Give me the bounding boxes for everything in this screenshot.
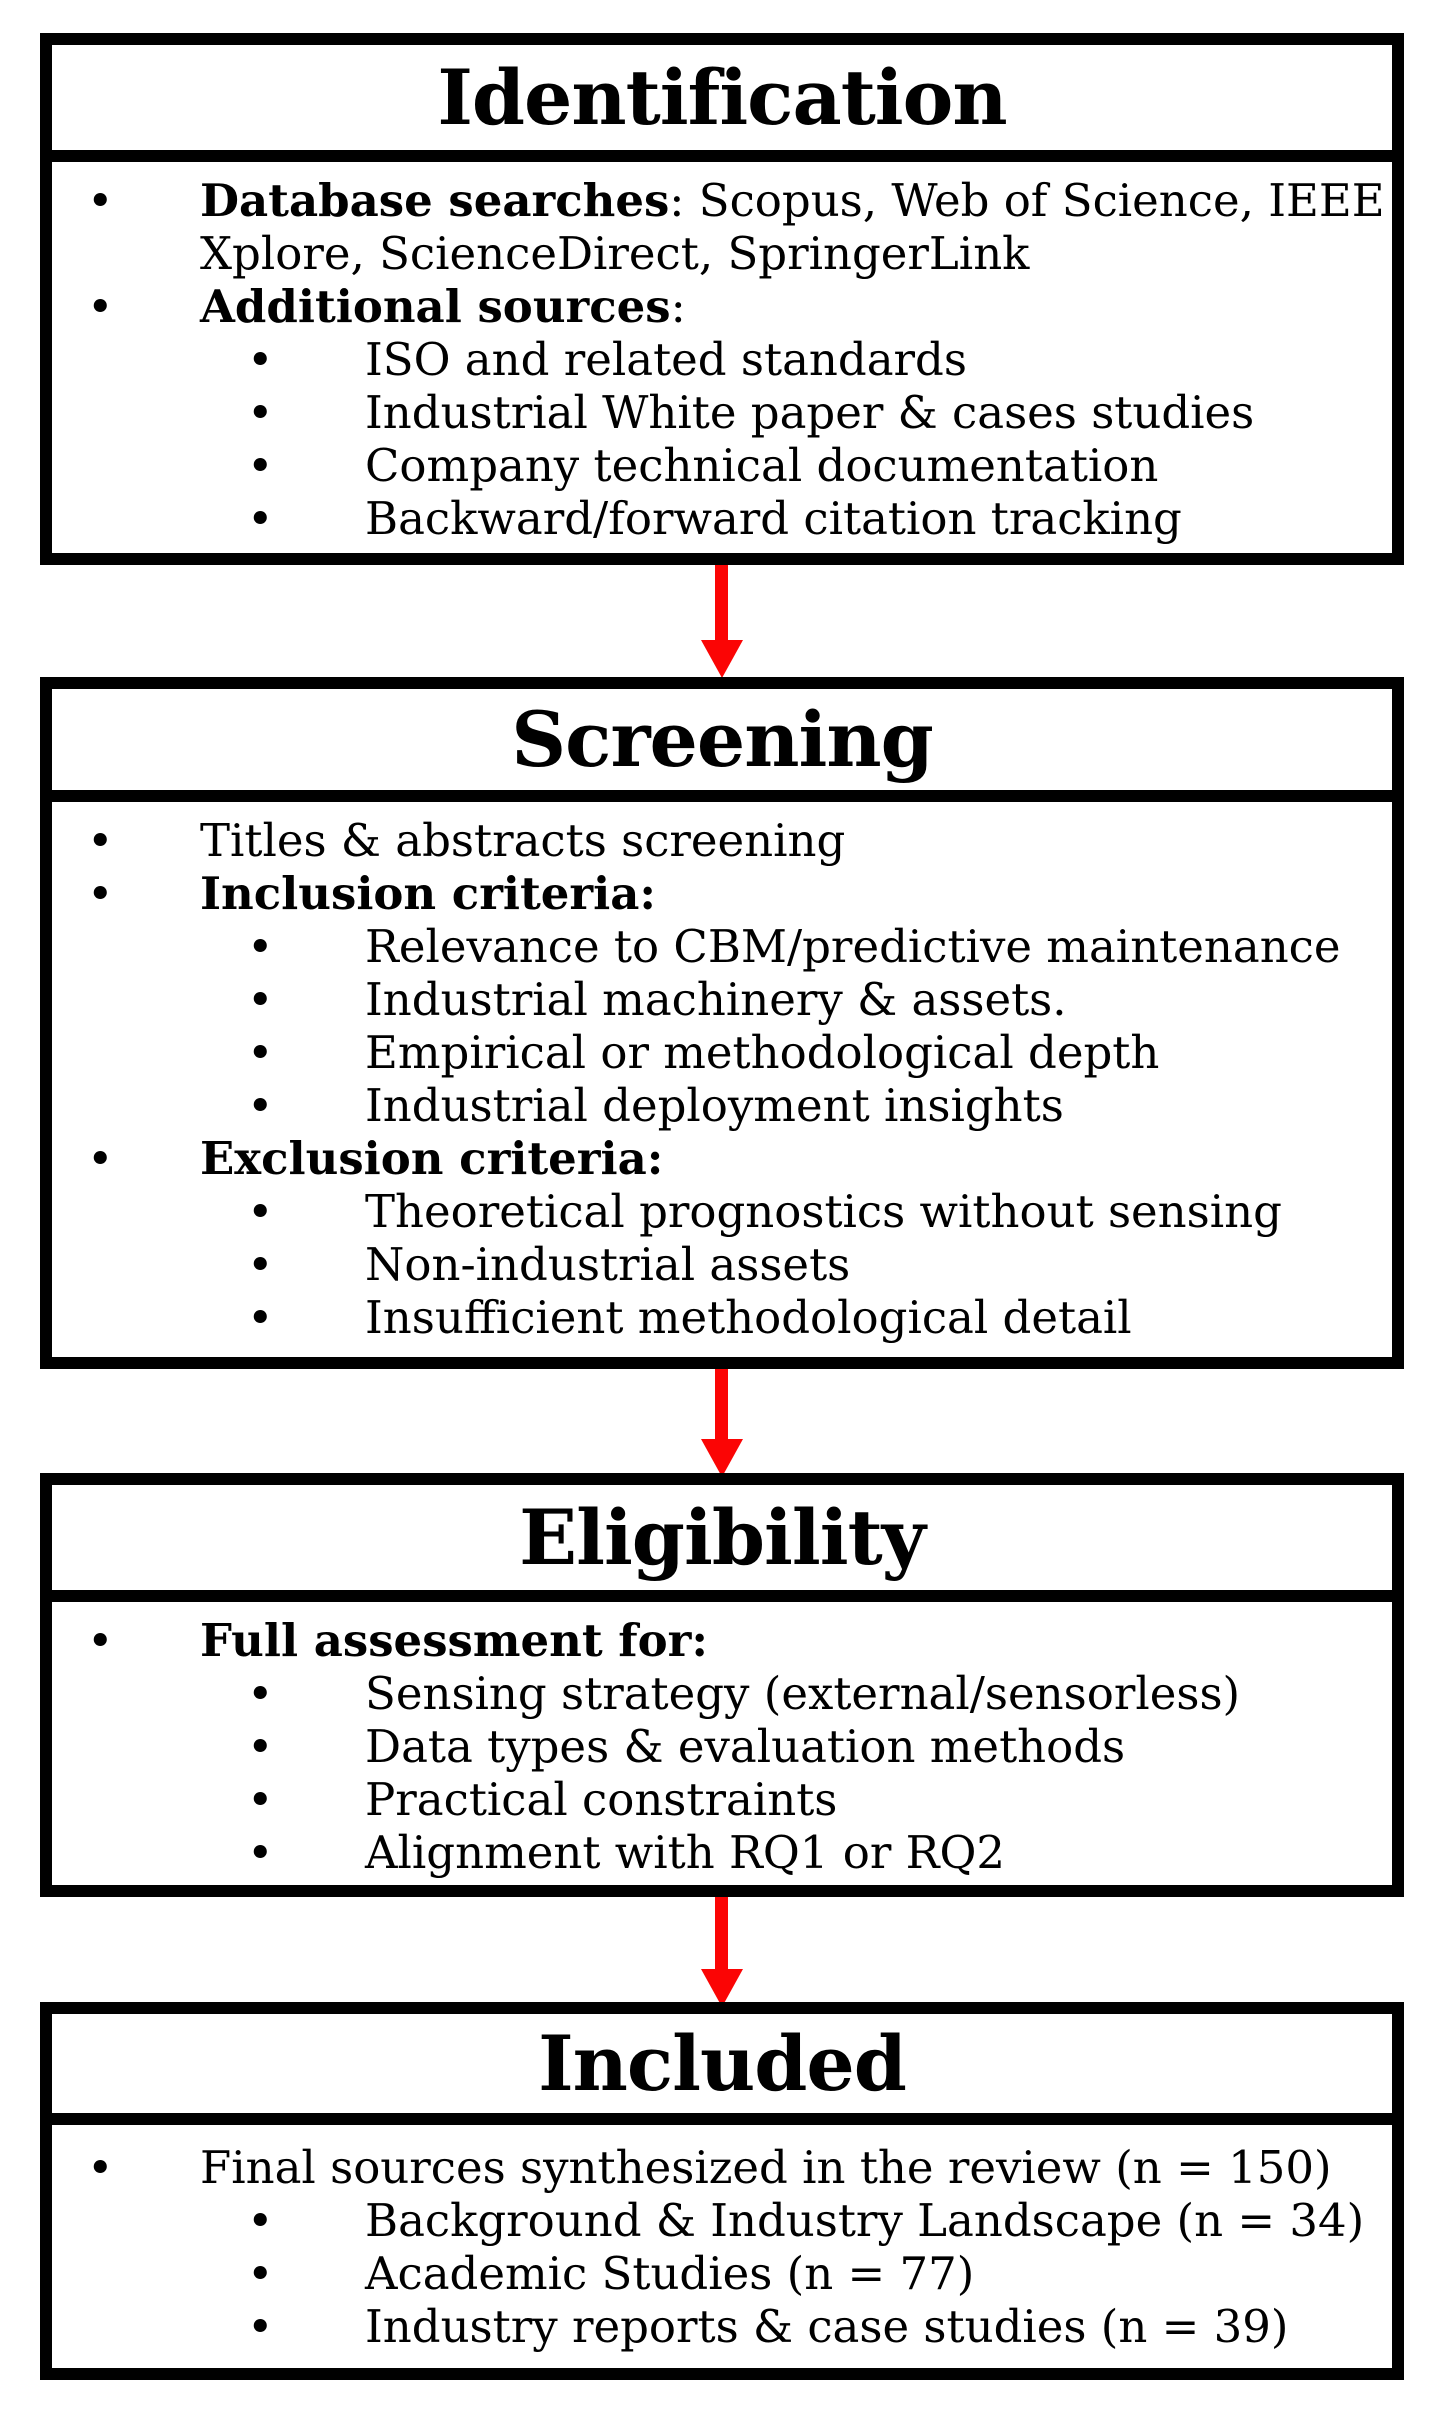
included-title: Included <box>52 2014 1392 2125</box>
list-line: Inclusion criteria: <box>52 867 1392 920</box>
list-line-text: Final sources synthesized in the review … <box>200 2141 1332 2194</box>
list-line: Titles & abstracts screening <box>52 814 1392 867</box>
list-line: Background & Industry Landscape (n = 34) <box>52 2194 1392 2247</box>
list-line-text: Academic Studies (n = 77) <box>365 2247 975 2300</box>
screening-stage-box: Screening Titles & abstracts screeningIn… <box>40 677 1404 1369</box>
list-line-bold-text: Inclusion criteria: <box>200 867 656 920</box>
screening-content-list: Titles & abstracts screeningInclusion cr… <box>52 802 1392 1344</box>
list-line: Industry reports & case studies (n = 39) <box>52 2300 1392 2353</box>
list-line: Alignment with RQ1 or RQ2 <box>52 1826 1392 1879</box>
list-line-text: Industrial deployment insights <box>365 1079 1064 1132</box>
list-line-text: Empirical or methodological depth <box>365 1026 1160 1079</box>
list-line-text: Backward/forward citation tracking <box>365 492 1182 545</box>
list-line-text: Data types & evaluation methods <box>365 1720 1126 1773</box>
flow-arrow-screening-to-eligibility <box>701 1369 743 1477</box>
list-line-text: Relevance to CBM/predictive maintenance <box>365 920 1341 973</box>
list-line-text: Industrial White paper & cases studies <box>365 386 1255 439</box>
arrow-shaft <box>715 1369 728 1443</box>
arrow-down-head-icon <box>701 640 743 678</box>
eligibility-title: Eligibility <box>52 1485 1392 1602</box>
arrow-shaft <box>715 565 728 644</box>
list-line: Additional sources: <box>52 280 1392 333</box>
list-line: Academic Studies (n = 77) <box>52 2247 1392 2300</box>
list-line: Industrial White paper & cases studies <box>52 386 1392 439</box>
list-line: Practical constraints <box>52 1773 1392 1826</box>
screening-title: Screening <box>52 689 1392 802</box>
list-line-text: Company technical documentation <box>365 439 1159 492</box>
list-line-text: Sensing strategy (external/sensorless) <box>365 1667 1241 1720</box>
list-line-bold-text: Exclusion criteria: <box>200 1132 664 1185</box>
list-line-text: Background & Industry Landscape (n = 34) <box>365 2194 1365 2247</box>
list-line-text: Non-industrial assets <box>365 1238 851 1291</box>
list-line: Database searches: Scopus, Web of Scienc… <box>52 174 1392 227</box>
identification-title: Identification <box>52 45 1392 162</box>
identification-content-list: Database searches: Scopus, Web of Scienc… <box>52 162 1392 545</box>
list-line: Industrial deployment insights <box>52 1079 1392 1132</box>
list-line: Relevance to CBM/predictive maintenance <box>52 920 1392 973</box>
list-line-text: Industrial machinery & assets. <box>365 973 1067 1026</box>
list-line: Final sources synthesized in the review … <box>52 2141 1392 2194</box>
arrow-down-head-icon <box>701 1969 743 2007</box>
list-line-text: : <box>670 280 686 333</box>
arrow-shaft <box>715 1897 728 1973</box>
list-line-text: Theoretical prognostics without sensing <box>365 1185 1282 1238</box>
list-line-bold-text: Database searches <box>200 174 670 227</box>
list-line: Empirical or methodological depth <box>52 1026 1392 1079</box>
eligibility-stage-box: Eligibility Full assessment for:Sensing … <box>40 1473 1404 1897</box>
list-line: Backward/forward citation tracking <box>52 492 1392 545</box>
list-line: Xplore, ScienceDirect, SpringerLink <box>52 227 1392 280</box>
list-line-text: Alignment with RQ1 or RQ2 <box>365 1826 1006 1879</box>
list-line-text: Practical constraints <box>365 1773 838 1826</box>
list-line-text: : Scopus, Web of Science, IEEE <box>669 174 1385 227</box>
arrow-down-head-icon <box>701 1439 743 1477</box>
list-line: Company technical documentation <box>52 439 1392 492</box>
list-line-bold-text: Additional sources <box>200 280 671 333</box>
identification-stage-box: Identification Database searches: Scopus… <box>40 33 1404 565</box>
list-line: Full assessment for: <box>52 1614 1392 1667</box>
list-line: Insufficient methodological detail <box>52 1291 1392 1344</box>
flow-arrow-identification-to-screening <box>701 565 743 678</box>
list-line: Data types & evaluation methods <box>52 1720 1392 1773</box>
list-line-bold-text: Full assessment for: <box>200 1614 708 1667</box>
list-line-text: Insufficient methodological detail <box>365 1291 1132 1344</box>
list-line-text: Industry reports & case studies (n = 39) <box>365 2300 1289 2353</box>
list-line: Exclusion criteria: <box>52 1132 1392 1185</box>
included-stage-box: Included Final sources synthesized in th… <box>40 2002 1404 2380</box>
eligibility-content-list: Full assessment for:Sensing strategy (ex… <box>52 1602 1392 1879</box>
list-line: Sensing strategy (external/sensorless) <box>52 1667 1392 1720</box>
list-line: ISO and related standards <box>52 333 1392 386</box>
list-line-text: ISO and related standards <box>365 333 967 386</box>
list-line: Non-industrial assets <box>52 1238 1392 1291</box>
list-line: Industrial machinery & assets. <box>52 973 1392 1026</box>
list-line-text: Xplore, ScienceDirect, SpringerLink <box>200 227 1030 280</box>
flow-arrow-eligibility-to-included <box>701 1897 743 2007</box>
list-line: Theoretical prognostics without sensing <box>52 1185 1392 1238</box>
list-line-text: Titles & abstracts screening <box>200 814 846 867</box>
included-content-list: Final sources synthesized in the review … <box>52 2125 1392 2353</box>
